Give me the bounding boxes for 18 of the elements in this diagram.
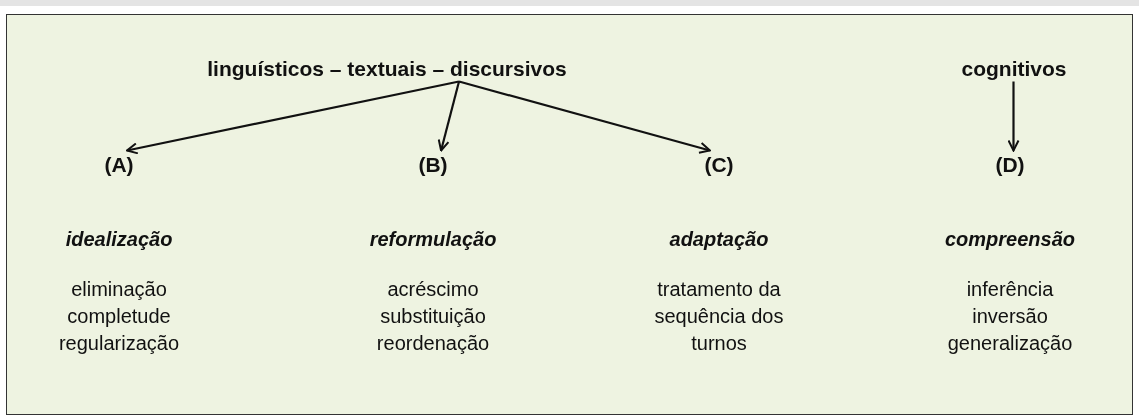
column-letter: (C) xyxy=(704,153,734,177)
arrow xyxy=(458,80,711,154)
operation-list: acréscimo substituição reordenação xyxy=(353,276,513,357)
arrow xyxy=(1007,81,1020,152)
arrow xyxy=(126,80,460,155)
process-name: adaptação xyxy=(669,228,769,251)
category-heading: linguísticos – textuais – discursivos xyxy=(207,57,567,81)
operation-list: tratamento da sequência dos turnos xyxy=(639,276,799,357)
column-letter: (A) xyxy=(104,153,134,177)
operation-list: inferência inversão generalização xyxy=(930,276,1090,357)
process-name: reformulação xyxy=(369,228,497,251)
process-name: compreensão xyxy=(944,228,1076,251)
operation-list: eliminação completude regularização xyxy=(39,276,199,357)
category-heading: cognitivos xyxy=(961,57,1067,81)
process-name: idealização xyxy=(65,228,173,251)
column-letter: (D) xyxy=(995,153,1025,177)
arrow xyxy=(437,81,461,152)
column-letter: (B) xyxy=(418,153,448,177)
